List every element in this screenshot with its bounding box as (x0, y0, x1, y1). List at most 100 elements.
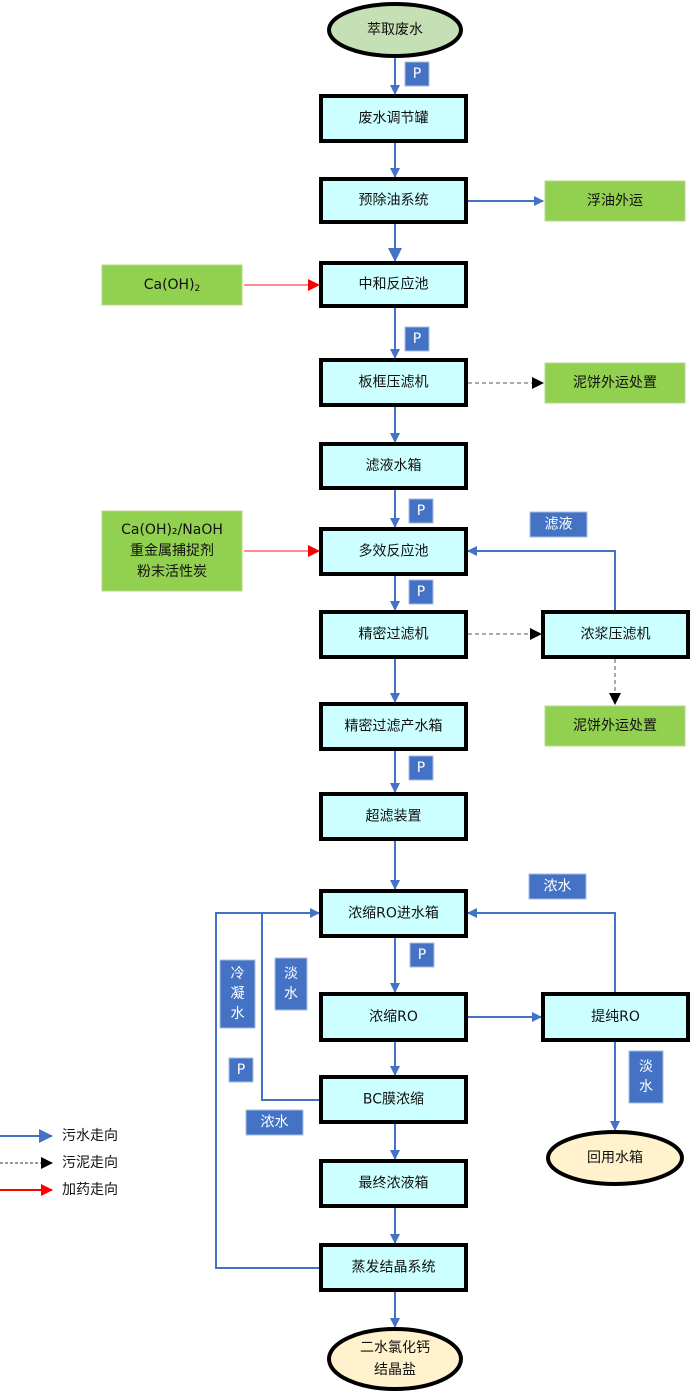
tag-box (408, 755, 434, 781)
process-box (541, 992, 690, 1042)
external-label: 泥饼外运处置 (573, 375, 657, 391)
process-label: 提纯RO (591, 1009, 640, 1025)
tag-box (274, 957, 308, 1011)
terminal-node-reuse-tank[interactable]: 回用水箱 (546, 1130, 684, 1186)
chemical-label: Ca(OH)2 (144, 277, 201, 294)
terminal-label: 回用水箱 (587, 1150, 643, 1166)
tag-box (228, 1057, 254, 1083)
process-node-oil-removal[interactable]: 预除油系统 (319, 177, 468, 224)
legend-label: 污泥走向 (62, 1155, 118, 1171)
tag-label: P (417, 503, 425, 519)
process-node-evaporation[interactable]: 蒸发结晶系统 (319, 1243, 468, 1292)
process-box (319, 992, 468, 1042)
concentrate-tag-purify: 浓水 (528, 873, 587, 900)
process-box (319, 261, 468, 308)
process-label: 蒸发结晶系统 (352, 1260, 436, 1276)
process-node-purify-ro[interactable]: 提纯RO (541, 992, 690, 1042)
process-box (319, 1159, 468, 1208)
flow-filtrate-return (467, 546, 616, 610)
process-label: BC膜浓缩 (363, 1092, 424, 1108)
external-node-chem-caoh2[interactable]: Ca(OH)2 (101, 264, 243, 306)
tag-label: 浓水 (544, 879, 572, 895)
process-node-ro-feed-tank[interactable]: 浓缩RO进水箱 (319, 889, 468, 938)
terminal-label-line-1: 二水氯化钙 (360, 1340, 430, 1356)
pump-tag-6: P (409, 942, 435, 968)
process-node-plate-filter[interactable]: 板框压滤机 (319, 358, 468, 407)
chemical-label-line-3: 粉末活性炭 (137, 564, 207, 580)
process-node-final-tank[interactable]: 最终浓液箱 (319, 1159, 468, 1208)
condensate-tag: 冷凝水 (219, 959, 256, 1029)
terminal-label-line-2: 结晶盐 (374, 1362, 416, 1378)
external-box (544, 362, 686, 404)
flow-bc-fresh-water-return (261, 913, 321, 1101)
tag-label-line-1: 冷 (231, 966, 245, 982)
tag-box (404, 326, 430, 352)
external-box (101, 264, 243, 306)
tag-label: P (413, 331, 421, 347)
legend-label: 加药走向 (62, 1182, 118, 1198)
process-label: 中和反应池 (359, 276, 429, 293)
process-box (319, 358, 468, 407)
tag-box (409, 942, 435, 968)
pump-tag-2: P (404, 326, 430, 352)
process-node-ultrafiltration[interactable]: 超滤装置 (319, 792, 468, 841)
process-node-multi-reaction[interactable]: 多效反应池 (319, 527, 468, 576)
process-label: 滤液水箱 (366, 458, 422, 474)
legend-item-water: 污水走向 (0, 1128, 118, 1144)
process-label: 精密过滤产水箱 (345, 718, 443, 735)
chemical-label-line-1: Ca(OH)₂/NaOH (121, 522, 223, 538)
process-node-neutralization[interactable]: 中和反应池 (319, 261, 468, 308)
process-node-precision-product-tank[interactable]: 精密过滤产水箱 (319, 702, 468, 751)
process-label: 浓缩RO (369, 1009, 418, 1025)
process-node-slurry-filter[interactable]: 浓浆压滤机 (541, 610, 690, 659)
terminal-node-start[interactable]: 萃取废水 (327, 2, 463, 58)
process-box (541, 610, 690, 659)
tag-box (404, 61, 430, 87)
tag-label: P (413, 66, 421, 82)
chemical-label-line-2: 重金属捕捉剂 (130, 543, 214, 559)
process-label: 浓浆压滤机 (581, 627, 651, 643)
flow-purify-ro-concentrate-return (467, 908, 616, 992)
process-node-concentrate-ro[interactable]: 浓缩RO (319, 992, 468, 1042)
tag-box (219, 959, 256, 1029)
tag-label: P (418, 947, 426, 963)
fresh-water-tag-purify: 淡水 (628, 1050, 664, 1104)
tag-label: 滤液 (545, 517, 573, 533)
tag-label: P (417, 760, 425, 776)
process-label: 废水调节罐 (359, 111, 429, 127)
process-node-regulating-tank[interactable]: 废水调节罐 (319, 94, 468, 143)
tag-box (528, 873, 587, 900)
process-node-filtrate-tank[interactable]: 滤液水箱 (319, 442, 468, 490)
process-label: 浓缩RO进水箱 (348, 906, 439, 922)
connectors (215, 57, 621, 1328)
tag-label-line-1: 淡 (639, 1059, 653, 1075)
process-label: 超滤装置 (366, 809, 422, 825)
pump-tag-3: P (408, 498, 434, 524)
external-node-cake-disposal-2[interactable]: 泥饼外运处置 (544, 705, 686, 747)
terminal-label: 萃取废水 (367, 22, 423, 38)
process-box (319, 1075, 468, 1124)
tag-box (408, 498, 434, 524)
tag-label: P (417, 584, 425, 600)
tag-label-line-2: 水 (284, 986, 298, 1002)
concentrate-tag-bc: 浓水 (245, 1109, 304, 1136)
tag-box (628, 1050, 664, 1104)
external-node-floating-oil[interactable]: 浮油外运 (544, 180, 686, 222)
process-label: 精密过滤机 (359, 626, 429, 643)
process-box (319, 702, 468, 751)
tag-label: 浓水 (261, 1115, 289, 1131)
legend-item-dosing: 加药走向 (0, 1182, 118, 1198)
tag-label: P (237, 1062, 245, 1078)
process-label: 多效反应池 (359, 543, 429, 560)
pump-tag-7: P (228, 1057, 254, 1083)
terminal-ellipse (546, 1130, 684, 1186)
process-node-bc-membrane[interactable]: BC膜浓缩 (319, 1075, 468, 1124)
external-node-cake-disposal-1[interactable]: 泥饼外运处置 (544, 362, 686, 404)
process-box (319, 527, 468, 576)
process-node-precision-filter[interactable]: 精密过滤机 (319, 610, 468, 659)
